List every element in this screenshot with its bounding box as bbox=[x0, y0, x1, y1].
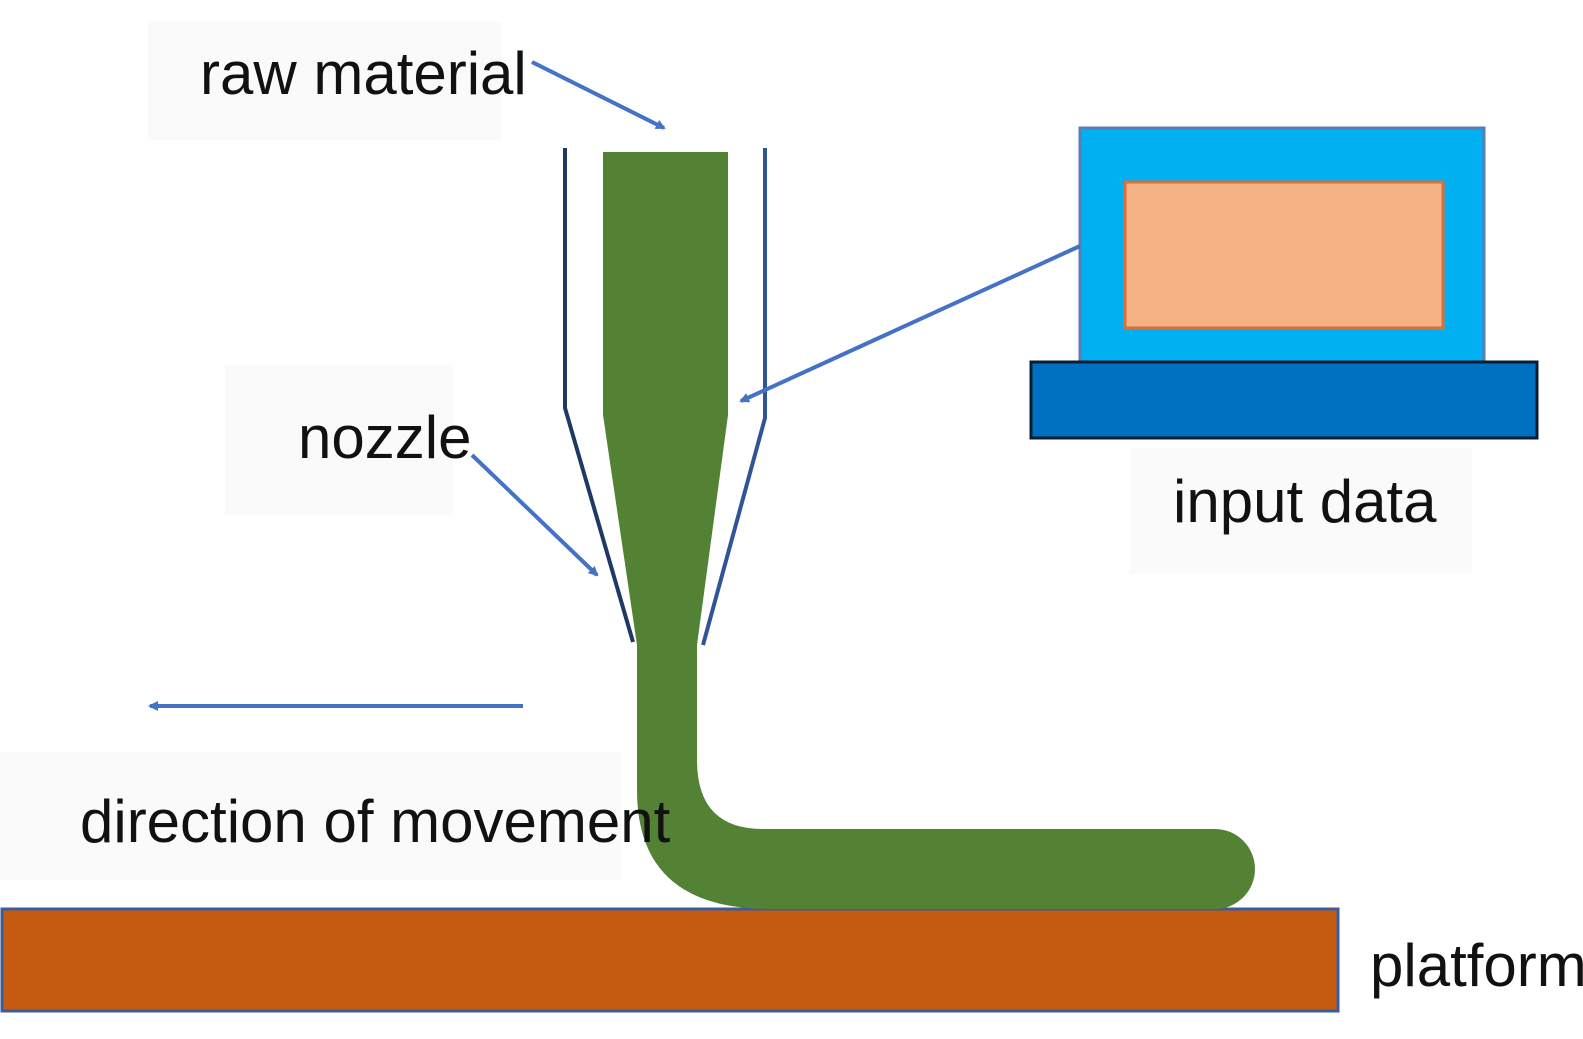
platform bbox=[0, 907, 1340, 1013]
nozzle-wall-left bbox=[563, 148, 635, 643]
input-data-label: input data bbox=[1173, 468, 1437, 535]
raw-material-label-bg bbox=[148, 22, 502, 140]
input-data-arrow bbox=[739, 244, 1081, 403]
nozzle-arrow bbox=[470, 453, 599, 577]
platform-label: platform bbox=[1370, 932, 1583, 999]
direction-label-bg bbox=[0, 752, 622, 880]
filament bbox=[603, 152, 1255, 909]
raw-material-label: raw material bbox=[200, 40, 527, 107]
monitor-base bbox=[1029, 360, 1539, 440]
input-data-label-bg bbox=[1130, 448, 1472, 574]
nozzle-wall-right bbox=[701, 148, 767, 646]
direction-of-movement-label: direction of movement bbox=[80, 788, 671, 855]
nozzle-label-bg bbox=[225, 365, 453, 515]
nozzle-label: nozzle bbox=[298, 404, 471, 471]
raw-material-arrow bbox=[531, 60, 666, 130]
monitor-screen bbox=[1123, 180, 1445, 330]
